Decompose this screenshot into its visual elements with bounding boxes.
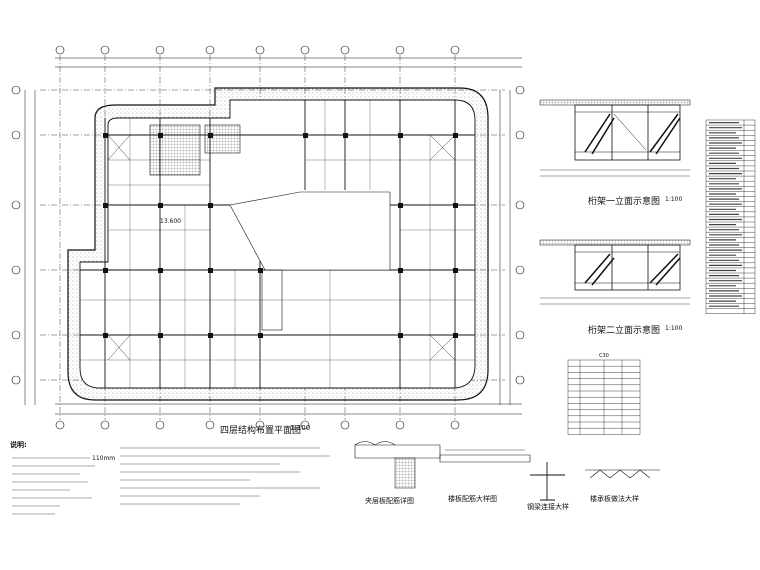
elevation-two-scale: 1:100 [665,325,683,332]
detail-title-4: 楼承板做法大样 [590,495,639,503]
plan-title: 四层结构布置平面图 [220,426,302,436]
detail-title-1: 夹层板配筋详图 [365,497,414,505]
plan-room-label: 13.600 [160,218,181,225]
detail-title-2: 楼板配筋大样图 [448,495,497,503]
detail-title-3: 钢梁连接大样 [527,503,569,511]
level-table-header: C30 [599,353,609,359]
elevation-two-title: 桁架二立面示意图 [588,326,661,336]
notes-slab-label: 110mm [92,455,116,462]
level-table [567,359,641,435]
beam-schedule-table [705,119,756,315]
detail-drawings [354,441,660,501]
grid-axis-bubbles [11,45,525,430]
elevation-one-title: 桁架一立面示意图 [588,197,661,207]
notes-heading: 说明: [10,441,27,449]
plan-scale: 1:100 [290,424,311,432]
floor-plan [24,55,522,420]
notes-lines [12,447,330,515]
elevation-one-scale: 1:100 [665,196,683,203]
truss-elevation-two [539,239,691,305]
truss-elevation-one [539,99,691,177]
